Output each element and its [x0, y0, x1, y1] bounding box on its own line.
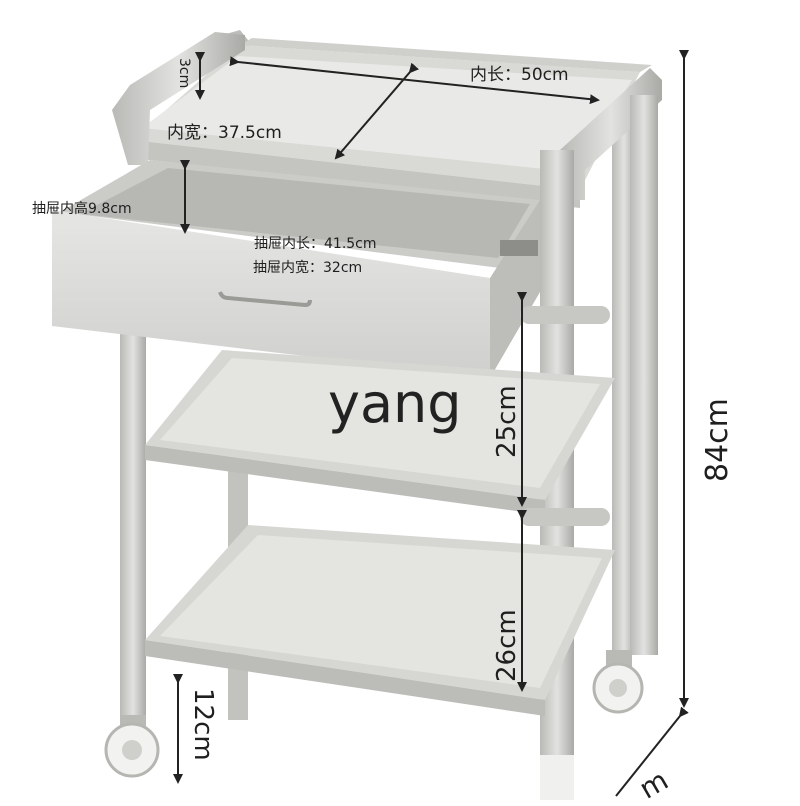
bottom-clearance-label: 12cm [188, 688, 218, 761]
middle-shelf [145, 306, 615, 526]
inner-length-label: 内长：50cm [470, 65, 569, 85]
casters [104, 650, 644, 800]
inner-width-label: 内宽：37.5cm [167, 123, 282, 143]
drawer-height-label: 抽屉内高9.8cm [32, 201, 132, 217]
lower-gap-label: 26cm [492, 609, 522, 682]
upper-gap-label: 25cm [492, 385, 522, 458]
drawer-length-label: 抽屉内长：41.5cm [254, 236, 377, 252]
dimension-arrows [173, 50, 689, 797]
drawer [52, 160, 540, 378]
total-height-label: 84cm [700, 398, 735, 482]
bottom-shelf [145, 525, 615, 716]
drawer-width-label: 抽屉内宽：32cm [253, 260, 363, 276]
rim-height-label: 3cm [176, 58, 192, 89]
watermark: yang [328, 372, 462, 435]
left-post [112, 32, 245, 720]
